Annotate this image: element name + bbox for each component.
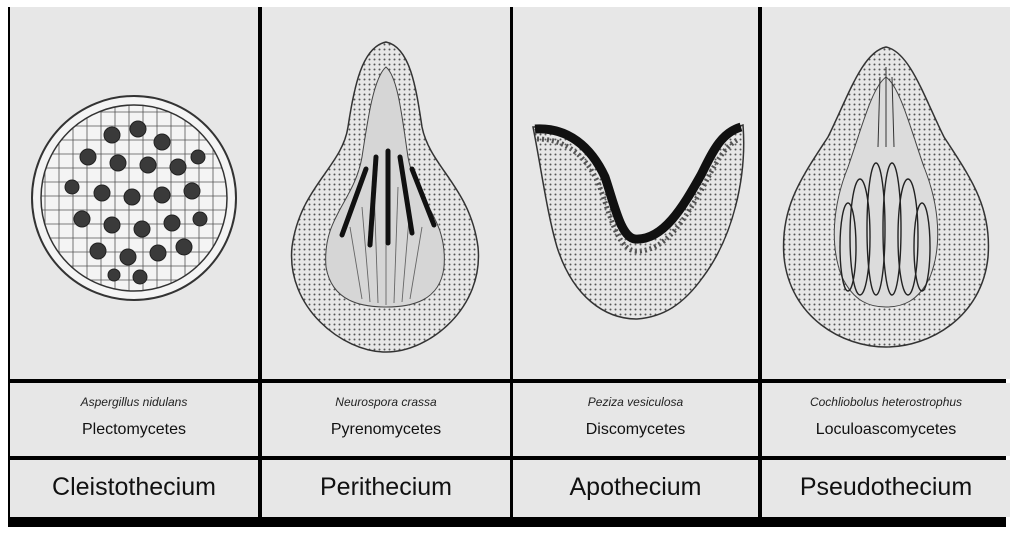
- class-label: Pyrenomycetes: [262, 421, 510, 439]
- cleistothecium-illustration: [10, 7, 258, 379]
- name-cell-perithecium: Perithecium: [262, 460, 510, 517]
- fruiting-body-type-label: Perithecium: [262, 473, 510, 502]
- species-label: Cochliobolus heterostrophus: [762, 395, 1010, 409]
- fruiting-body-type-label: Cleistothecium: [10, 473, 258, 502]
- species-label: Peziza vesiculosa: [513, 395, 758, 409]
- column-perithecium: Neurospora crassa Pyrenomycetes Perithec…: [262, 7, 510, 517]
- perithecium-illustration: [262, 7, 510, 379]
- illustration-panel-pseudothecium: [762, 7, 1010, 379]
- column-cleistothecium: Aspergillus nidulans Plectomycetes Cleis…: [10, 7, 258, 517]
- species-label: Neurospora crassa: [262, 395, 510, 409]
- name-cell-pseudothecium: Pseudothecium: [762, 460, 1010, 517]
- illustration-panel-perithecium: [262, 7, 510, 379]
- species-label: Aspergillus nidulans: [10, 395, 258, 409]
- class-label: Loculoascomycetes: [762, 421, 1010, 439]
- info-cell-apothecium: Peziza vesiculosa Discomycetes: [513, 383, 758, 456]
- name-cell-apothecium: Apothecium: [513, 460, 758, 517]
- class-label: Discomycetes: [513, 421, 758, 439]
- pseudothecium-illustration: [762, 7, 1010, 379]
- illustration-panel-cleistothecium: [10, 7, 258, 379]
- column-pseudothecium: Cochliobolus heterostrophus Loculoascomy…: [762, 7, 1010, 517]
- fruiting-body-type-label: Pseudothecium: [762, 473, 1010, 502]
- info-cell-pseudothecium: Cochliobolus heterostrophus Loculoascomy…: [762, 383, 1010, 456]
- column-apothecium: Peziza vesiculosa Discomycetes Apotheciu…: [513, 7, 758, 517]
- info-cell-cleistothecium: Aspergillus nidulans Plectomycetes: [10, 383, 258, 456]
- info-cell-perithecium: Neurospora crassa Pyrenomycetes: [262, 383, 510, 456]
- class-label: Plectomycetes: [10, 421, 258, 439]
- illustration-panel-apothecium: [513, 7, 758, 379]
- apothecium-illustration: [513, 7, 758, 379]
- fruiting-body-type-label: Apothecium: [513, 473, 758, 502]
- name-cell-cleistothecium: Cleistothecium: [10, 460, 258, 517]
